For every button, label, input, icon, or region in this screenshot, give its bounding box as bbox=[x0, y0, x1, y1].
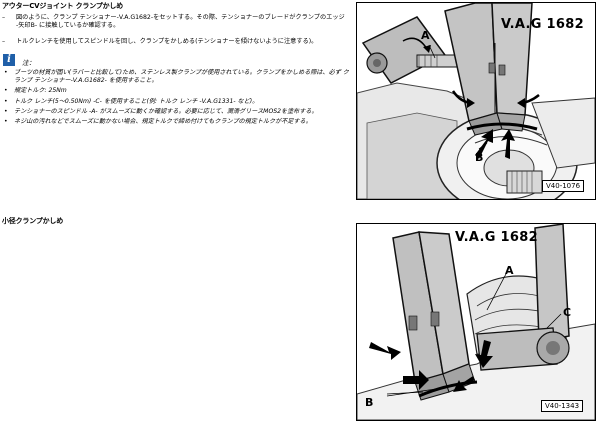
bullet-icon: • bbox=[4, 98, 8, 105]
figure-id: V40-1343 bbox=[541, 400, 584, 412]
section-heading-small-clamp: 小径クランプかしめ bbox=[2, 217, 63, 225]
note-bullet-text: 規定トルク: 25Nm bbox=[14, 87, 67, 94]
note-bullet-text: ネジ山の汚れなどでスムーズに動かない場合、規定トルクで締め付けてもクランプの規定… bbox=[14, 118, 312, 125]
step-dash: – bbox=[2, 14, 6, 21]
note-label: 注： bbox=[22, 59, 35, 67]
step-text: 図のように、クランプ テンショナー-V.A.G1682-をセットする。その際、テ… bbox=[16, 14, 345, 29]
note-bullet-text: テンショナーのスピンドル -A- がスムーズに動くか確認する。必要に応じて、潤滑… bbox=[14, 108, 318, 115]
callout-c: C bbox=[563, 306, 572, 319]
callout-a: A bbox=[421, 29, 430, 42]
callout-a: A bbox=[505, 264, 514, 277]
tool-label: V.A.G 1682 bbox=[501, 17, 584, 32]
bullet-icon: • bbox=[4, 69, 8, 76]
tool-label: V.A.G 1682 bbox=[455, 230, 538, 245]
callout-b: B bbox=[475, 151, 484, 164]
bullet-icon: • bbox=[4, 108, 8, 115]
figure-id: V40-1076 bbox=[542, 180, 585, 192]
figure-illustration bbox=[357, 224, 595, 420]
note-bullet-text: ブーツの材質が固い(ラバーと比較して)ため、ステンレス製クランプが使用されている… bbox=[14, 69, 349, 84]
note-bullet-text: トルク レンチ(5～0.50Nm) -C- を使用すること(例: トルク レンチ… bbox=[14, 98, 259, 105]
section-heading-outer-cv-joint: アウターCVジョイント クランプかしめ bbox=[2, 2, 123, 10]
step-text: トルクレンチを使用してスピンドルを回し、クランプをかしめる(テンショナーを傾けな… bbox=[16, 38, 318, 45]
bullet-icon: • bbox=[4, 118, 8, 125]
bullet-icon: • bbox=[4, 87, 8, 94]
figure-illustration bbox=[357, 3, 595, 199]
figure-outer-cv-clamp: V.A.G 1682 A B V40-1076 bbox=[356, 2, 596, 200]
info-icon: i bbox=[3, 54, 15, 66]
callout-b: B bbox=[365, 396, 374, 409]
figure-small-clamp: V.A.G 1682 A B C V40-1343 bbox=[356, 223, 596, 421]
step-dash: – bbox=[2, 38, 6, 45]
